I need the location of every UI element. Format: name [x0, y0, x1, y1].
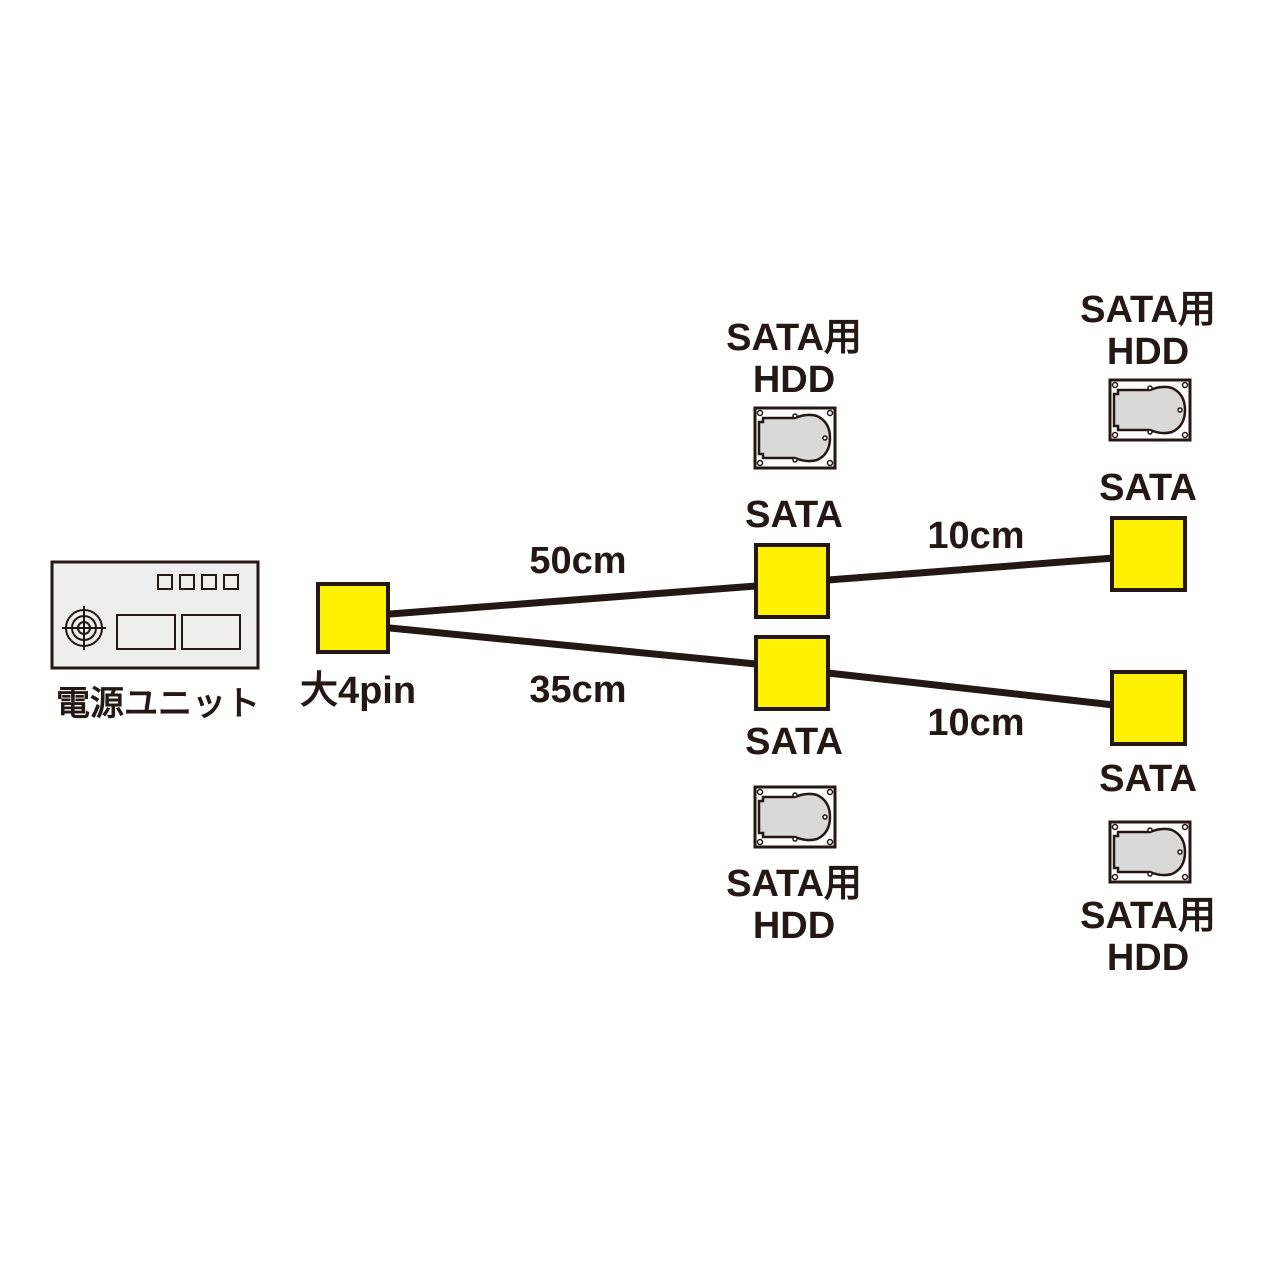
- sata-connector-label: SATA: [1099, 758, 1197, 800]
- hard-disk-icon: [1108, 378, 1192, 442]
- cable-length-upper-branch: 10cm: [927, 515, 1024, 557]
- cable-lower-branch: [824, 669, 1118, 709]
- hdd-label-line2: HDD: [1107, 937, 1189, 979]
- hard-disk-icon: [753, 785, 837, 849]
- cable-upper-branch: [824, 554, 1118, 584]
- cable-lower-main: [386, 624, 760, 668]
- hard-disk-icon: [753, 406, 837, 470]
- hdd-label-line2: HDD: [753, 905, 835, 947]
- molex-connector: [316, 582, 390, 654]
- hdd-upper-mid: SATA用 HDD: [726, 317, 862, 470]
- psu-unit: 電源ユニット: [50, 560, 260, 724]
- hdd-label-line2: HDD: [753, 359, 835, 401]
- cable-upper-main: [386, 582, 760, 618]
- sata-connector-lower-end: SATA: [1099, 670, 1197, 800]
- hdd-label-line1: SATA用: [726, 863, 862, 905]
- psu-label: 電源ユニット: [56, 684, 260, 724]
- cable-length-lower-main: 35cm: [529, 669, 626, 711]
- hdd-label-line1: SATA用: [1080, 895, 1216, 937]
- source-connector: 大4pin: [300, 582, 416, 712]
- sata-connector-label: SATA: [745, 721, 843, 763]
- sata-connector-lower-mid: SATA: [745, 635, 843, 763]
- hdd-label-line1: SATA用: [726, 317, 862, 359]
- hdd-upper-end: SATA用 HDD: [1080, 289, 1216, 442]
- hdd-lower-end: SATA用 HDD: [1080, 820, 1216, 979]
- cable-length-lower-branch: 10cm: [927, 702, 1024, 744]
- power-supply-icon: [50, 560, 260, 670]
- sata-connector-label: SATA: [1099, 467, 1197, 509]
- hdd-lower-mid: SATA用 HDD: [726, 785, 862, 947]
- hdd-label-line2: HDD: [1107, 331, 1189, 373]
- cable-length-upper-main: 50cm: [529, 540, 626, 582]
- cables: [386, 554, 1118, 709]
- hdd-label-line1: SATA用: [1080, 289, 1216, 331]
- source-connector-label: 大4pin: [300, 670, 416, 712]
- hard-disk-icon: [1108, 820, 1192, 884]
- sata-connector-label: SATA: [745, 494, 843, 536]
- sata-connector-upper-end: SATA: [1099, 467, 1197, 592]
- sata-connector-upper-mid: SATA: [745, 494, 843, 619]
